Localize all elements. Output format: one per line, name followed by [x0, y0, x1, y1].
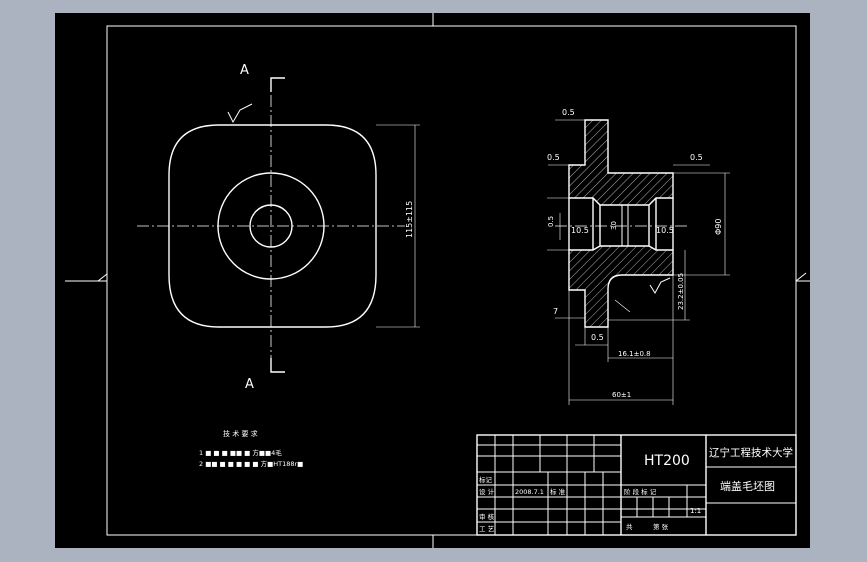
section-view: 0.5 0.5 0.5 0.5 10.5 10.5 30 Φ90 23.2±0.… [547, 108, 730, 405]
dim-thickness-bottom: 0.5 [591, 333, 604, 342]
section-label-bottom: A [245, 377, 254, 392]
dim-diameter-right: Φ90 [714, 219, 723, 235]
flange-outline [168, 124, 377, 328]
sheet-total: 共 [626, 522, 633, 531]
sheet-number: 第 张 [653, 522, 669, 531]
dim-thickness-right-upper: 0.5 [690, 153, 703, 162]
tech-req-item-2: 2 ■■ ■ ■ ■ ■ ■ 方■HT188r■ [199, 459, 303, 468]
dim-length-161: 16.1±0.8 [618, 350, 651, 358]
tech-req-item-1: 1 ■ ■ ■ ■■ ■ 方■■4毛 [199, 448, 282, 457]
technical-requirements: 技 术 要 求 1 ■ ■ ■ ■■ ■ 方■■4毛 2 ■■ ■ ■ ■ ■ … [199, 429, 303, 468]
school-name: 辽宁工程技术大学 [709, 446, 793, 459]
sheet-background [55, 13, 810, 548]
dim-seven: 7 [553, 307, 558, 316]
tech-req-title: 技 术 要 求 [223, 429, 258, 438]
row-design: 设 计 [479, 487, 495, 496]
section-lower-half [568, 245, 674, 328]
cut-mark-top [270, 77, 285, 92]
section-label-top: A [240, 63, 249, 78]
centering-marks [65, 13, 810, 548]
row-process: 工 艺 [479, 525, 495, 533]
material-text: HT200 [644, 453, 690, 469]
front-view: A A 115±115 [137, 63, 420, 392]
dim-thickness-left-mid: 0.5 [547, 216, 555, 227]
drawing-name: 端盖毛坯图 [720, 479, 775, 493]
dim-diameter-lower: 23.2±0.05 [677, 273, 685, 310]
cut-mark-bottom [270, 358, 285, 373]
dim-thickness-top: 0.5 [562, 108, 575, 117]
row-check: 审 核 [479, 512, 495, 521]
dim-length-60: 60±1 [612, 391, 631, 399]
title-block: HT200 辽宁工程技术大学 端盖毛坯图 1:1 标记 设 计 2008.7.1… [476, 434, 797, 536]
height-dimension-text: 115±115 [405, 201, 414, 238]
surface-finish-symbol [227, 103, 253, 124]
dim-thickness-left-upper: 0.5 [547, 153, 560, 162]
dim-bore-left: 10.5 [571, 226, 589, 235]
stage-mark: 阶 段 标 记 [624, 487, 657, 496]
dim-bore-center: 30 [610, 221, 618, 230]
scale-text: 1:1 [690, 507, 701, 515]
design-date: 2008.7.1 [515, 488, 544, 496]
row-standard: 标 准 [550, 487, 566, 496]
row-mark: 标记 [479, 475, 493, 484]
dim-bore-right: 10.5 [656, 226, 674, 235]
